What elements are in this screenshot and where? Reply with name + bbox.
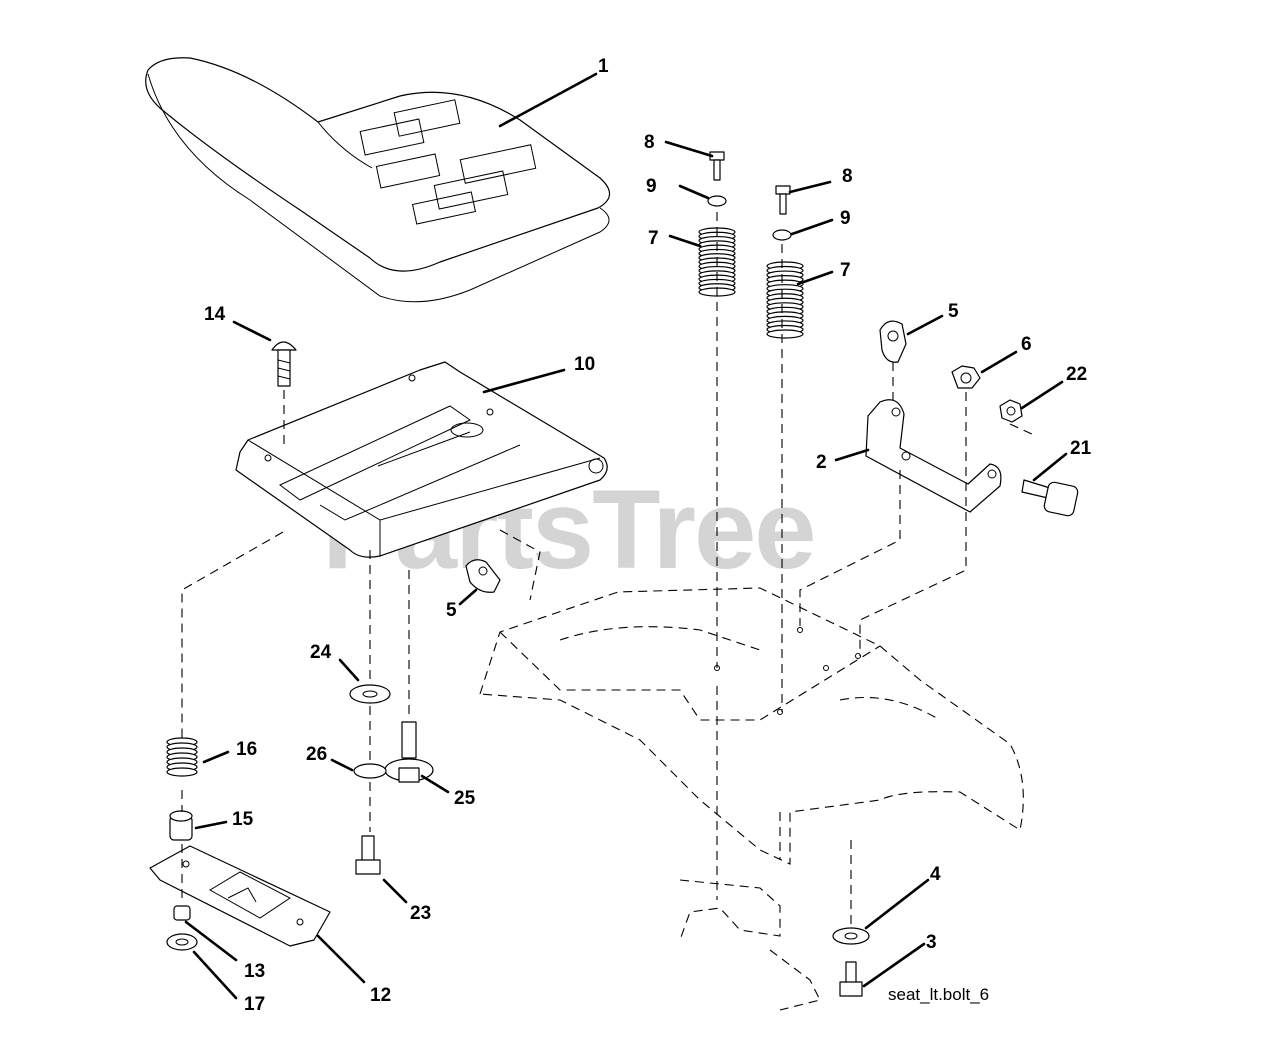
callout-26: 26 <box>306 744 327 765</box>
seat-part <box>145 57 611 303</box>
callout-8-right: 8 <box>842 166 853 187</box>
washer-part-right <box>772 229 792 241</box>
lockwasher-part-26 <box>353 763 387 779</box>
callout-6: 6 <box>1021 334 1032 355</box>
washer-part-24 <box>349 684 391 704</box>
bracket-part-2 <box>865 399 1002 513</box>
callout-12: 12 <box>370 985 391 1006</box>
callout-22: 22 <box>1066 364 1087 385</box>
callout-21: 21 <box>1070 438 1092 459</box>
seat-pan-part <box>235 361 608 558</box>
callout-5-right: 5 <box>948 301 959 322</box>
washer-part-4 <box>832 927 870 945</box>
spring-coil <box>766 329 804 339</box>
nut-part-6 <box>951 365 981 389</box>
callout-labels: 1 2 3 4 5 5 6 7 7 8 8 9 9 10 12 13 14 15… <box>204 56 1092 1015</box>
spring-part-16 <box>166 737 198 777</box>
carriage-bolt-part <box>271 341 297 387</box>
clip-part-right <box>879 320 907 363</box>
callout-23: 23 <box>410 903 431 924</box>
callout-3: 3 <box>926 932 937 953</box>
washer-part-left <box>707 195 727 207</box>
alignment-lines <box>181 212 1037 926</box>
nut-part-22 <box>999 399 1023 423</box>
callout-8-left: 8 <box>644 132 655 153</box>
callout-14: 14 <box>204 304 226 325</box>
callout-1: 1 <box>598 56 609 77</box>
bolt-part-23 <box>355 835 381 875</box>
callout-9-right: 9 <box>840 208 851 229</box>
callout-17: 17 <box>244 994 265 1015</box>
bolt-part-3 <box>839 961 863 997</box>
callout-4: 4 <box>930 864 941 885</box>
spring-coil <box>166 767 198 777</box>
shoulder-bolt-part-21 <box>1021 479 1079 517</box>
callout-2: 2 <box>816 452 827 473</box>
callout-16: 16 <box>236 739 257 760</box>
clip-part-left <box>465 559 501 593</box>
spring-part-right <box>766 261 804 339</box>
callout-13: 13 <box>244 961 265 982</box>
washer-part-17 <box>166 933 198 951</box>
callout-5-left: 5 <box>446 600 457 621</box>
spacer-part-15 <box>169 810 193 841</box>
drawing-code: seat_lt.bolt_6 <box>888 985 989 1004</box>
callout-7-right: 7 <box>840 260 851 281</box>
callout-9-left: 9 <box>646 176 657 197</box>
callout-15: 15 <box>232 809 254 830</box>
tractor-frame-reference <box>479 587 1024 1011</box>
leader-lines <box>184 72 1068 1000</box>
callout-24: 24 <box>310 642 332 663</box>
bolt-part-25 <box>384 721 434 783</box>
callout-10: 10 <box>574 354 595 375</box>
bolt-part-right <box>775 185 791 215</box>
callout-7-left: 7 <box>648 228 659 249</box>
plate-part-12 <box>149 845 331 947</box>
nut-part-13 <box>173 905 191 921</box>
callout-25: 25 <box>454 788 476 809</box>
